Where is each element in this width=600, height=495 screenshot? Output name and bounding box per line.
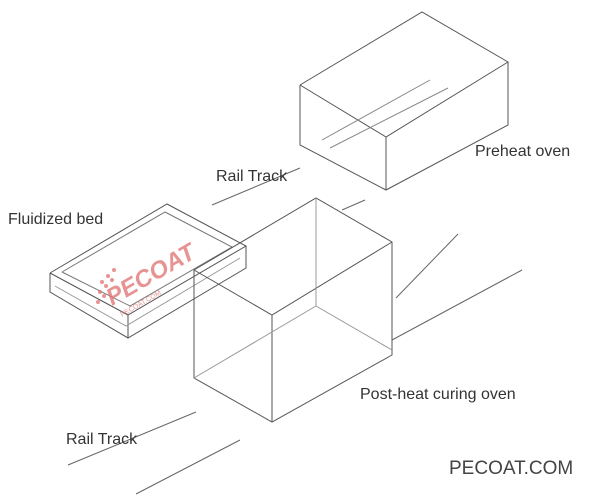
rail-track-lower: [67, 233, 523, 495]
pecoat-logo-watermark: PECOAT PECOAT.COM: [96, 238, 202, 319]
label-rail-track-lower: Rail Track: [66, 431, 138, 448]
fluidized-bed-box: [49, 203, 248, 339]
label-rail-track-upper: Rail Track: [216, 168, 288, 185]
label-post-heat-curing-oven: Post-heat curing oven: [360, 386, 516, 403]
site-watermark: PECOAT.COM: [449, 458, 573, 479]
label-fluidized-bed: Fluidized bed: [8, 211, 103, 228]
logo-dots-icon: [96, 268, 116, 304]
rail-track-upper: [211, 167, 366, 211]
preheat-oven-box: [299, 11, 509, 191]
post-heat-curing-oven-box: [193, 197, 393, 423]
label-preheat-oven: Preheat oven: [475, 143, 570, 160]
